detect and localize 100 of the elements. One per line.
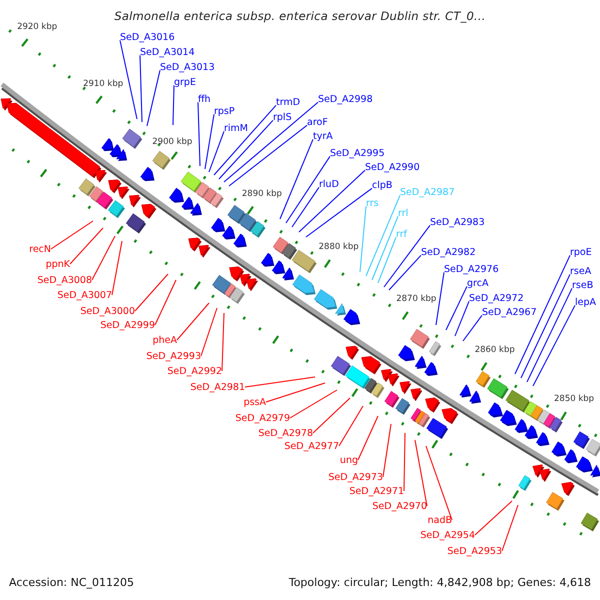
leader-line xyxy=(414,440,428,506)
gene-label: SeD_A3007 xyxy=(57,290,112,300)
gene-label: SeD_A2977 xyxy=(284,440,339,452)
leader-line xyxy=(520,274,570,378)
leader-line xyxy=(224,102,318,182)
scale-label: 2900 kbp xyxy=(152,136,192,147)
leader-line xyxy=(112,240,122,296)
gene-label: ppnK xyxy=(46,258,70,270)
scale-label: 2910 kbp xyxy=(83,78,124,89)
leader-line xyxy=(338,406,364,446)
gene-label: pssA xyxy=(244,396,266,408)
scale-label: 2890 kbp xyxy=(242,188,282,199)
leader-line xyxy=(266,382,326,402)
leader-line xyxy=(134,274,168,312)
leader-line xyxy=(358,416,378,460)
gene-label: SeD_A2973 xyxy=(328,472,383,482)
gene-label: SeD_A2990 xyxy=(365,162,420,172)
leader-line xyxy=(92,236,116,280)
gene-label: clpB xyxy=(372,180,392,190)
leader-line xyxy=(228,124,308,186)
gene-label: grpE xyxy=(174,76,196,88)
scale-label: 2920 kbp xyxy=(17,22,58,32)
gene-label: aroF xyxy=(307,116,328,128)
leader-line xyxy=(244,376,316,388)
leader-line xyxy=(176,302,210,340)
leader-line xyxy=(426,446,452,520)
gene-label: rpoE xyxy=(570,246,592,258)
leader-line xyxy=(312,398,350,434)
gene-label: rluD xyxy=(319,178,339,190)
gene-label: SeD_A2983 xyxy=(430,216,485,228)
leader-line xyxy=(454,300,470,336)
scale-label: 2870 kbp xyxy=(396,294,436,304)
leader-line xyxy=(306,188,372,238)
leader-line xyxy=(462,314,482,342)
gene-label: SeD_A2953 xyxy=(447,546,502,556)
gene-label: rseA xyxy=(570,266,592,276)
leader-line xyxy=(218,120,274,180)
gene-label: SeD_A2970 xyxy=(372,500,427,512)
gene-label: rimM xyxy=(224,122,248,134)
leader-line xyxy=(208,130,224,172)
leader-line xyxy=(532,304,576,386)
leader-line xyxy=(474,500,512,536)
leader-line xyxy=(366,194,400,276)
genome-summary: Topology: circular; Length: 4,842,908 bp; Genes: 4,618 xyxy=(288,576,591,590)
gene-label: SeD_A2978 xyxy=(258,428,313,438)
gene-label: ffh xyxy=(198,94,211,104)
leader-line xyxy=(198,102,200,166)
leader-line xyxy=(214,104,276,176)
gene-label: SeD_A2999 xyxy=(100,320,155,330)
gene-label: SeD_A3014 xyxy=(140,46,195,58)
leader-line xyxy=(378,236,396,284)
gene-label: SeD_A2979 xyxy=(235,412,290,424)
accession-label: Accession: NC_011205 xyxy=(9,576,134,590)
gene-label: tyrA xyxy=(313,130,333,142)
leader-line xyxy=(50,220,94,250)
leader-line xyxy=(154,280,176,326)
gene-label: SeD_A2972 xyxy=(469,292,524,304)
gene-label: SeD_A3013 xyxy=(160,62,215,72)
gene-label: SeD_A2967 xyxy=(482,306,537,318)
leader-line xyxy=(204,114,214,170)
gene-label: rrs xyxy=(366,198,379,208)
gene-label: rplS xyxy=(273,112,292,122)
leader-line xyxy=(280,138,314,220)
gene-label: SeD_A2976 xyxy=(444,264,499,274)
map-title: Salmonella enterica subsp. enterica serovar Dublin str. CT_0... xyxy=(114,9,486,24)
leader-line xyxy=(172,84,174,126)
leader-line xyxy=(514,254,570,374)
gene-label: SeD_A2971 xyxy=(349,486,404,496)
gene-label: rrf xyxy=(396,228,407,240)
gene-label: grcA xyxy=(467,278,488,288)
gene-label: rrl xyxy=(398,208,408,218)
gene-label: SeD_A3016 xyxy=(120,32,175,42)
leader-line xyxy=(360,206,366,272)
leader-line xyxy=(404,432,406,492)
gene-label: lepA xyxy=(575,296,596,308)
scale-label: 2850 kbp xyxy=(554,394,594,404)
leader-line xyxy=(290,390,338,418)
gene-label: SeD_A2987 xyxy=(400,186,455,198)
gene-label: SeD_A2982 xyxy=(421,246,476,258)
gene-label: rpsP xyxy=(214,106,235,116)
gene-label: recN xyxy=(29,244,51,254)
leader-line xyxy=(526,288,572,382)
leader-line xyxy=(292,186,320,228)
leader-line xyxy=(298,170,366,232)
gene-label: trmD xyxy=(276,96,300,108)
leader-line xyxy=(388,254,422,290)
leader-line xyxy=(140,54,142,122)
leader-line xyxy=(382,424,392,478)
gene-label: pheA xyxy=(152,334,177,346)
gene-label: SeD_A2995 xyxy=(330,148,385,158)
scale-label: 2880 kbp xyxy=(318,242,359,252)
leader-line xyxy=(286,156,330,224)
gene-label: SeD_A2998 xyxy=(318,94,373,104)
gene-label: SeD_A2954 xyxy=(420,530,475,540)
leader-line xyxy=(120,40,138,120)
gene-label: SeD_A2981 xyxy=(190,382,245,392)
gene-label: SeD_A2993 xyxy=(146,350,201,362)
leader-line xyxy=(446,286,468,330)
leader-line xyxy=(372,216,398,280)
leader-line xyxy=(222,312,224,372)
